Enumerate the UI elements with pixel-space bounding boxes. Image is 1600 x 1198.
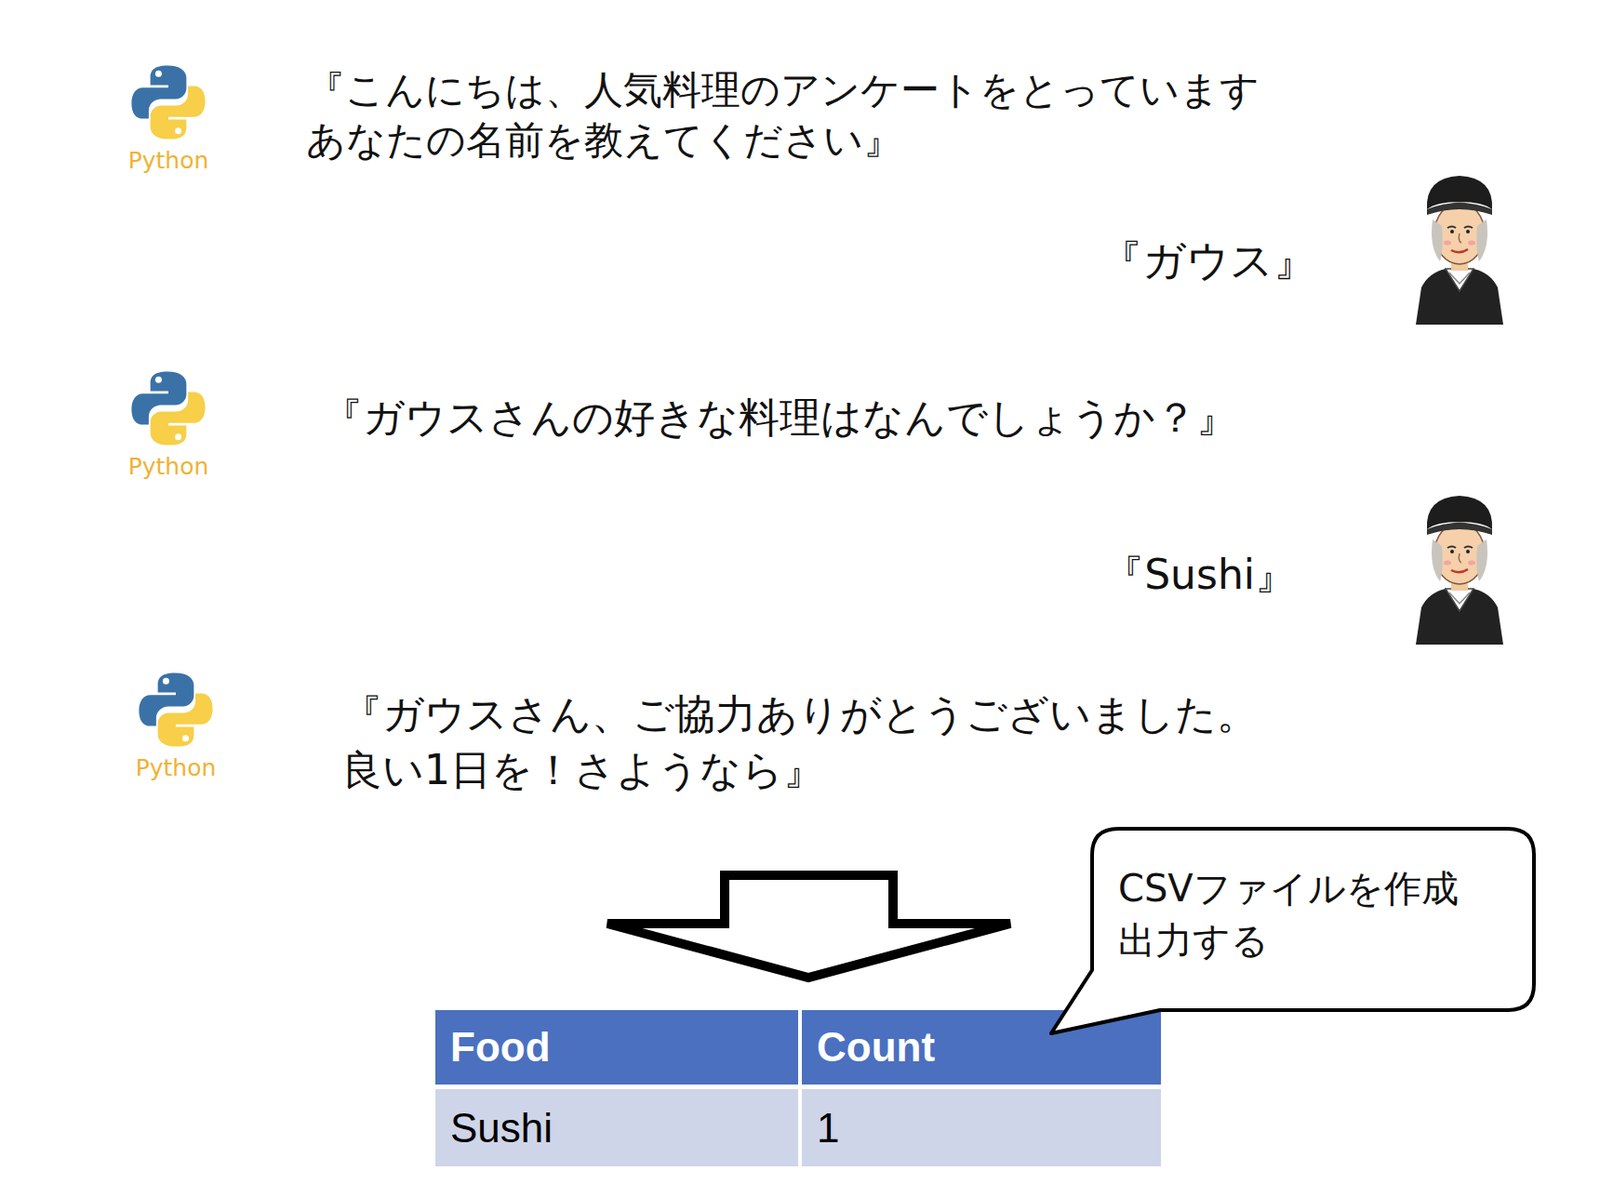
user-reply: 『Sushi』 bbox=[1103, 546, 1296, 603]
table-cell: Sushi bbox=[435, 1089, 799, 1167]
table-cell-text: 1 bbox=[816, 1105, 840, 1152]
table-header-cell: Food bbox=[435, 1010, 799, 1085]
callout-bubble: CSVファイルを作成 出力する bbox=[1090, 826, 1536, 1013]
python-caption: Python bbox=[82, 753, 269, 783]
user-reply: 『ガウス』 bbox=[1099, 232, 1317, 289]
python-message: 『ガウスさんの好きな料理はなんでしょうか？』 bbox=[321, 390, 1485, 445]
python-caption: Python bbox=[75, 146, 262, 175]
gauss-portrait bbox=[1408, 488, 1511, 645]
python-logo bbox=[127, 367, 210, 450]
table-cell: 1 bbox=[801, 1089, 1161, 1167]
python-logo bbox=[134, 668, 217, 751]
table-header-text: Count bbox=[816, 1024, 935, 1071]
gauss-portrait bbox=[1408, 168, 1511, 325]
callout-text: CSVファイルを作成 出力する bbox=[1118, 862, 1491, 967]
table-cell-text: Sushi bbox=[450, 1105, 553, 1152]
python-caption: Python bbox=[75, 452, 262, 481]
python-message: 『こんにちは、人気料理のアンケートをとっています あなたの名前を教えてください』 bbox=[306, 65, 1330, 166]
python-message: 『ガウスさん、ご協力ありがとうございました。 良い1日を！さようなら』 bbox=[341, 686, 1365, 799]
table-header-text: Food bbox=[450, 1024, 551, 1071]
python-logo bbox=[127, 61, 210, 144]
callout-shape bbox=[1051, 828, 1534, 1034]
